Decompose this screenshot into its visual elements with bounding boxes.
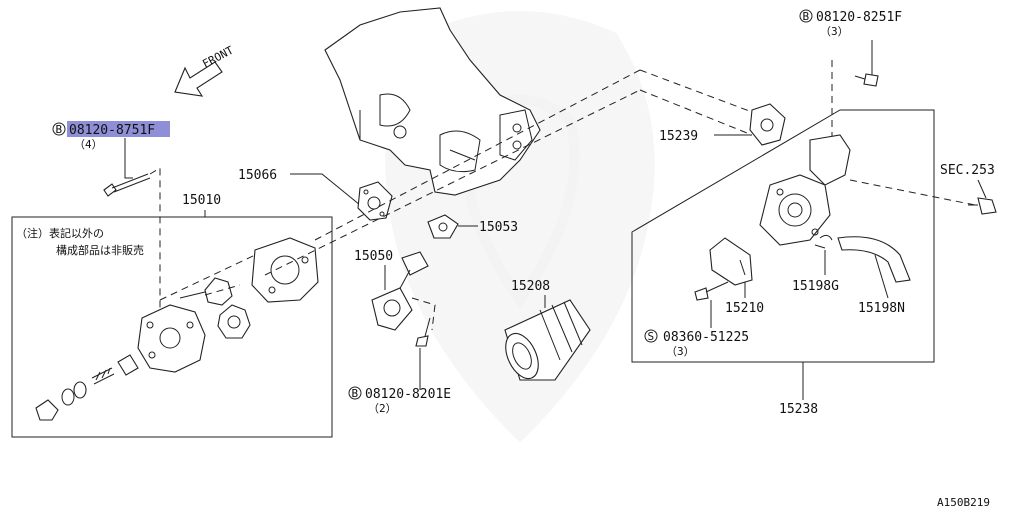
part-15066: 15066 [238, 168, 277, 183]
gasket-15053 [427, 214, 459, 239]
bolt-prefix-b: B [803, 10, 810, 23]
qty-3: （3） [666, 345, 695, 358]
part-15198G: 15198G [792, 279, 839, 294]
oil-filter-15208 [504, 299, 591, 381]
bolt-icon-bracket [694, 281, 729, 301]
screw-prefix-s: S [648, 330, 655, 343]
part-15238: 15238 [779, 402, 818, 417]
bolt-prefix-b: B [56, 123, 63, 136]
bolt-icon [103, 173, 151, 197]
pump-cover [251, 237, 319, 303]
relief-valve-parts [35, 354, 139, 421]
part-15208: 15208 [511, 279, 550, 294]
part-15010: 15010 [182, 193, 221, 208]
highlight-box [67, 121, 170, 137]
qty-3: （3） [820, 25, 849, 38]
engine-block-outline [324, 7, 541, 196]
part-number-08120-8751F: 08120-8751F [69, 123, 155, 138]
part-number-08120-8251F: 08120-8251F [816, 10, 902, 25]
pump-assembly-box [11, 216, 333, 438]
note-line-2: 構成部品は非販売 [56, 243, 144, 257]
oil-strainer-15050 [371, 251, 429, 331]
callout-bolt-08120-8251F[interactable]: B 08120-8251F （3） [799, 9, 902, 38]
bracket-15210 [709, 237, 753, 286]
bolt-icon-strainer [415, 317, 431, 347]
oil-pressure-sensor [968, 197, 997, 215]
qty-4: （4） [74, 138, 103, 151]
filter-bracket-box [631, 109, 935, 363]
part-15050: 15050 [354, 249, 393, 264]
bolt-icon-top [854, 73, 879, 87]
part-number-08120-8201E: 08120-8201E [365, 387, 451, 402]
gasket-15066 [357, 181, 393, 221]
clip-15198G [814, 234, 833, 249]
part-15210: 15210 [725, 301, 764, 316]
callout-bolt-08120-8201E[interactable]: B 08120-8201E （2） [348, 386, 451, 415]
bolt-prefix-b: B [352, 387, 359, 400]
reference-code: A150B219 [937, 496, 990, 509]
hose-15198N [837, 236, 911, 283]
part-number-08360-51225: 08360-51225 [663, 330, 749, 345]
part-15053: 15053 [479, 220, 518, 235]
callout-bolt-08120-8751F[interactable]: B 08120-8751F （4） [52, 121, 170, 151]
filter-bracket-assembly [759, 134, 851, 246]
part-15239: 15239 [659, 129, 698, 144]
qty-2: （2） [368, 402, 397, 415]
inner-gear [179, 277, 233, 306]
front-arrow-icon [174, 61, 223, 97]
callout-screw-08360-51225[interactable]: S 08360-51225 （3） [644, 329, 749, 358]
gasket-15239 [749, 103, 786, 146]
pump-housing [137, 304, 206, 373]
part-15198N: 15198N [858, 301, 905, 316]
outer-gear [217, 304, 251, 339]
sec-253-label: SEC.253 [940, 163, 995, 178]
note-line-1: （注）表記以外の [16, 226, 104, 240]
